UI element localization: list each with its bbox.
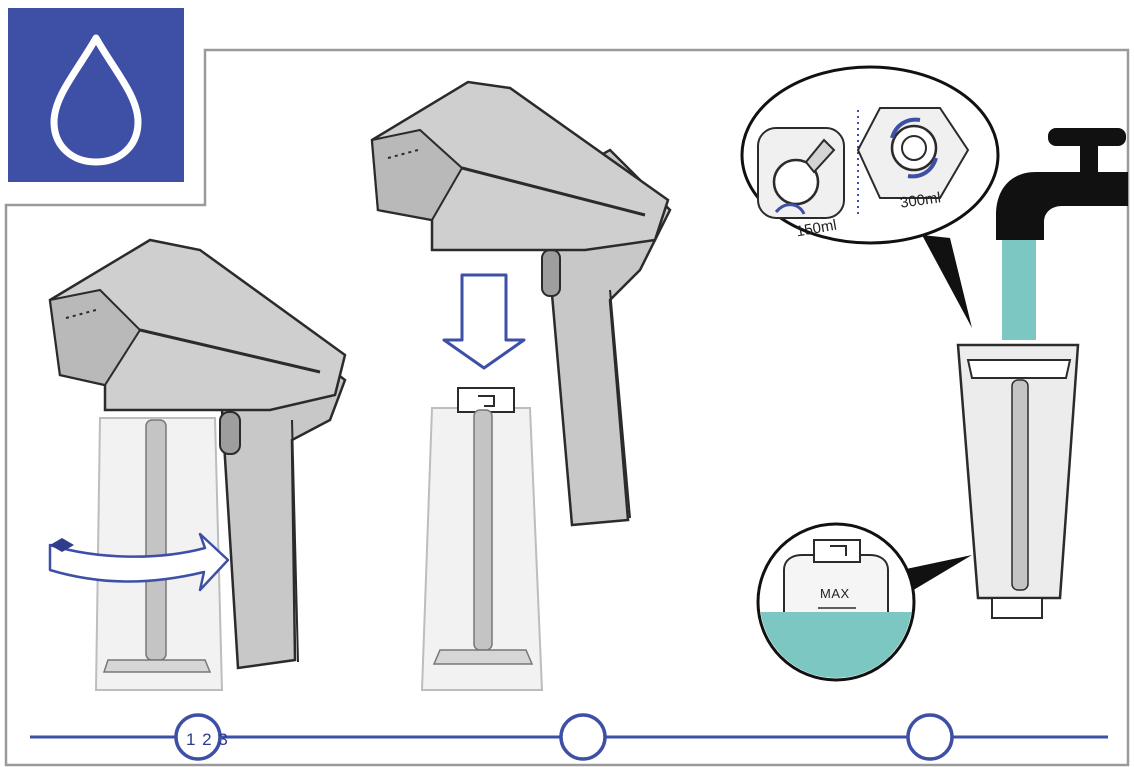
step1-steamer [48, 238, 347, 691]
step-marker-2 [559, 713, 607, 761]
step-progress [30, 713, 1108, 761]
page-frame [4, 48, 1130, 767]
step3-fill [740, 65, 1128, 682]
water-drop-icon [8, 8, 184, 182]
step-indicator-text: 1 2 3 [186, 730, 229, 749]
step2-steamer [370, 80, 672, 691]
max-fill-label: MAX [820, 586, 850, 601]
twist-arrow-icon [48, 532, 230, 592]
water-tap-icon [996, 128, 1128, 240]
step-marker-1 [174, 713, 222, 761]
down-arrow-icon [442, 273, 526, 370]
step-marker-3 [906, 713, 954, 761]
water-stream [1002, 240, 1036, 340]
